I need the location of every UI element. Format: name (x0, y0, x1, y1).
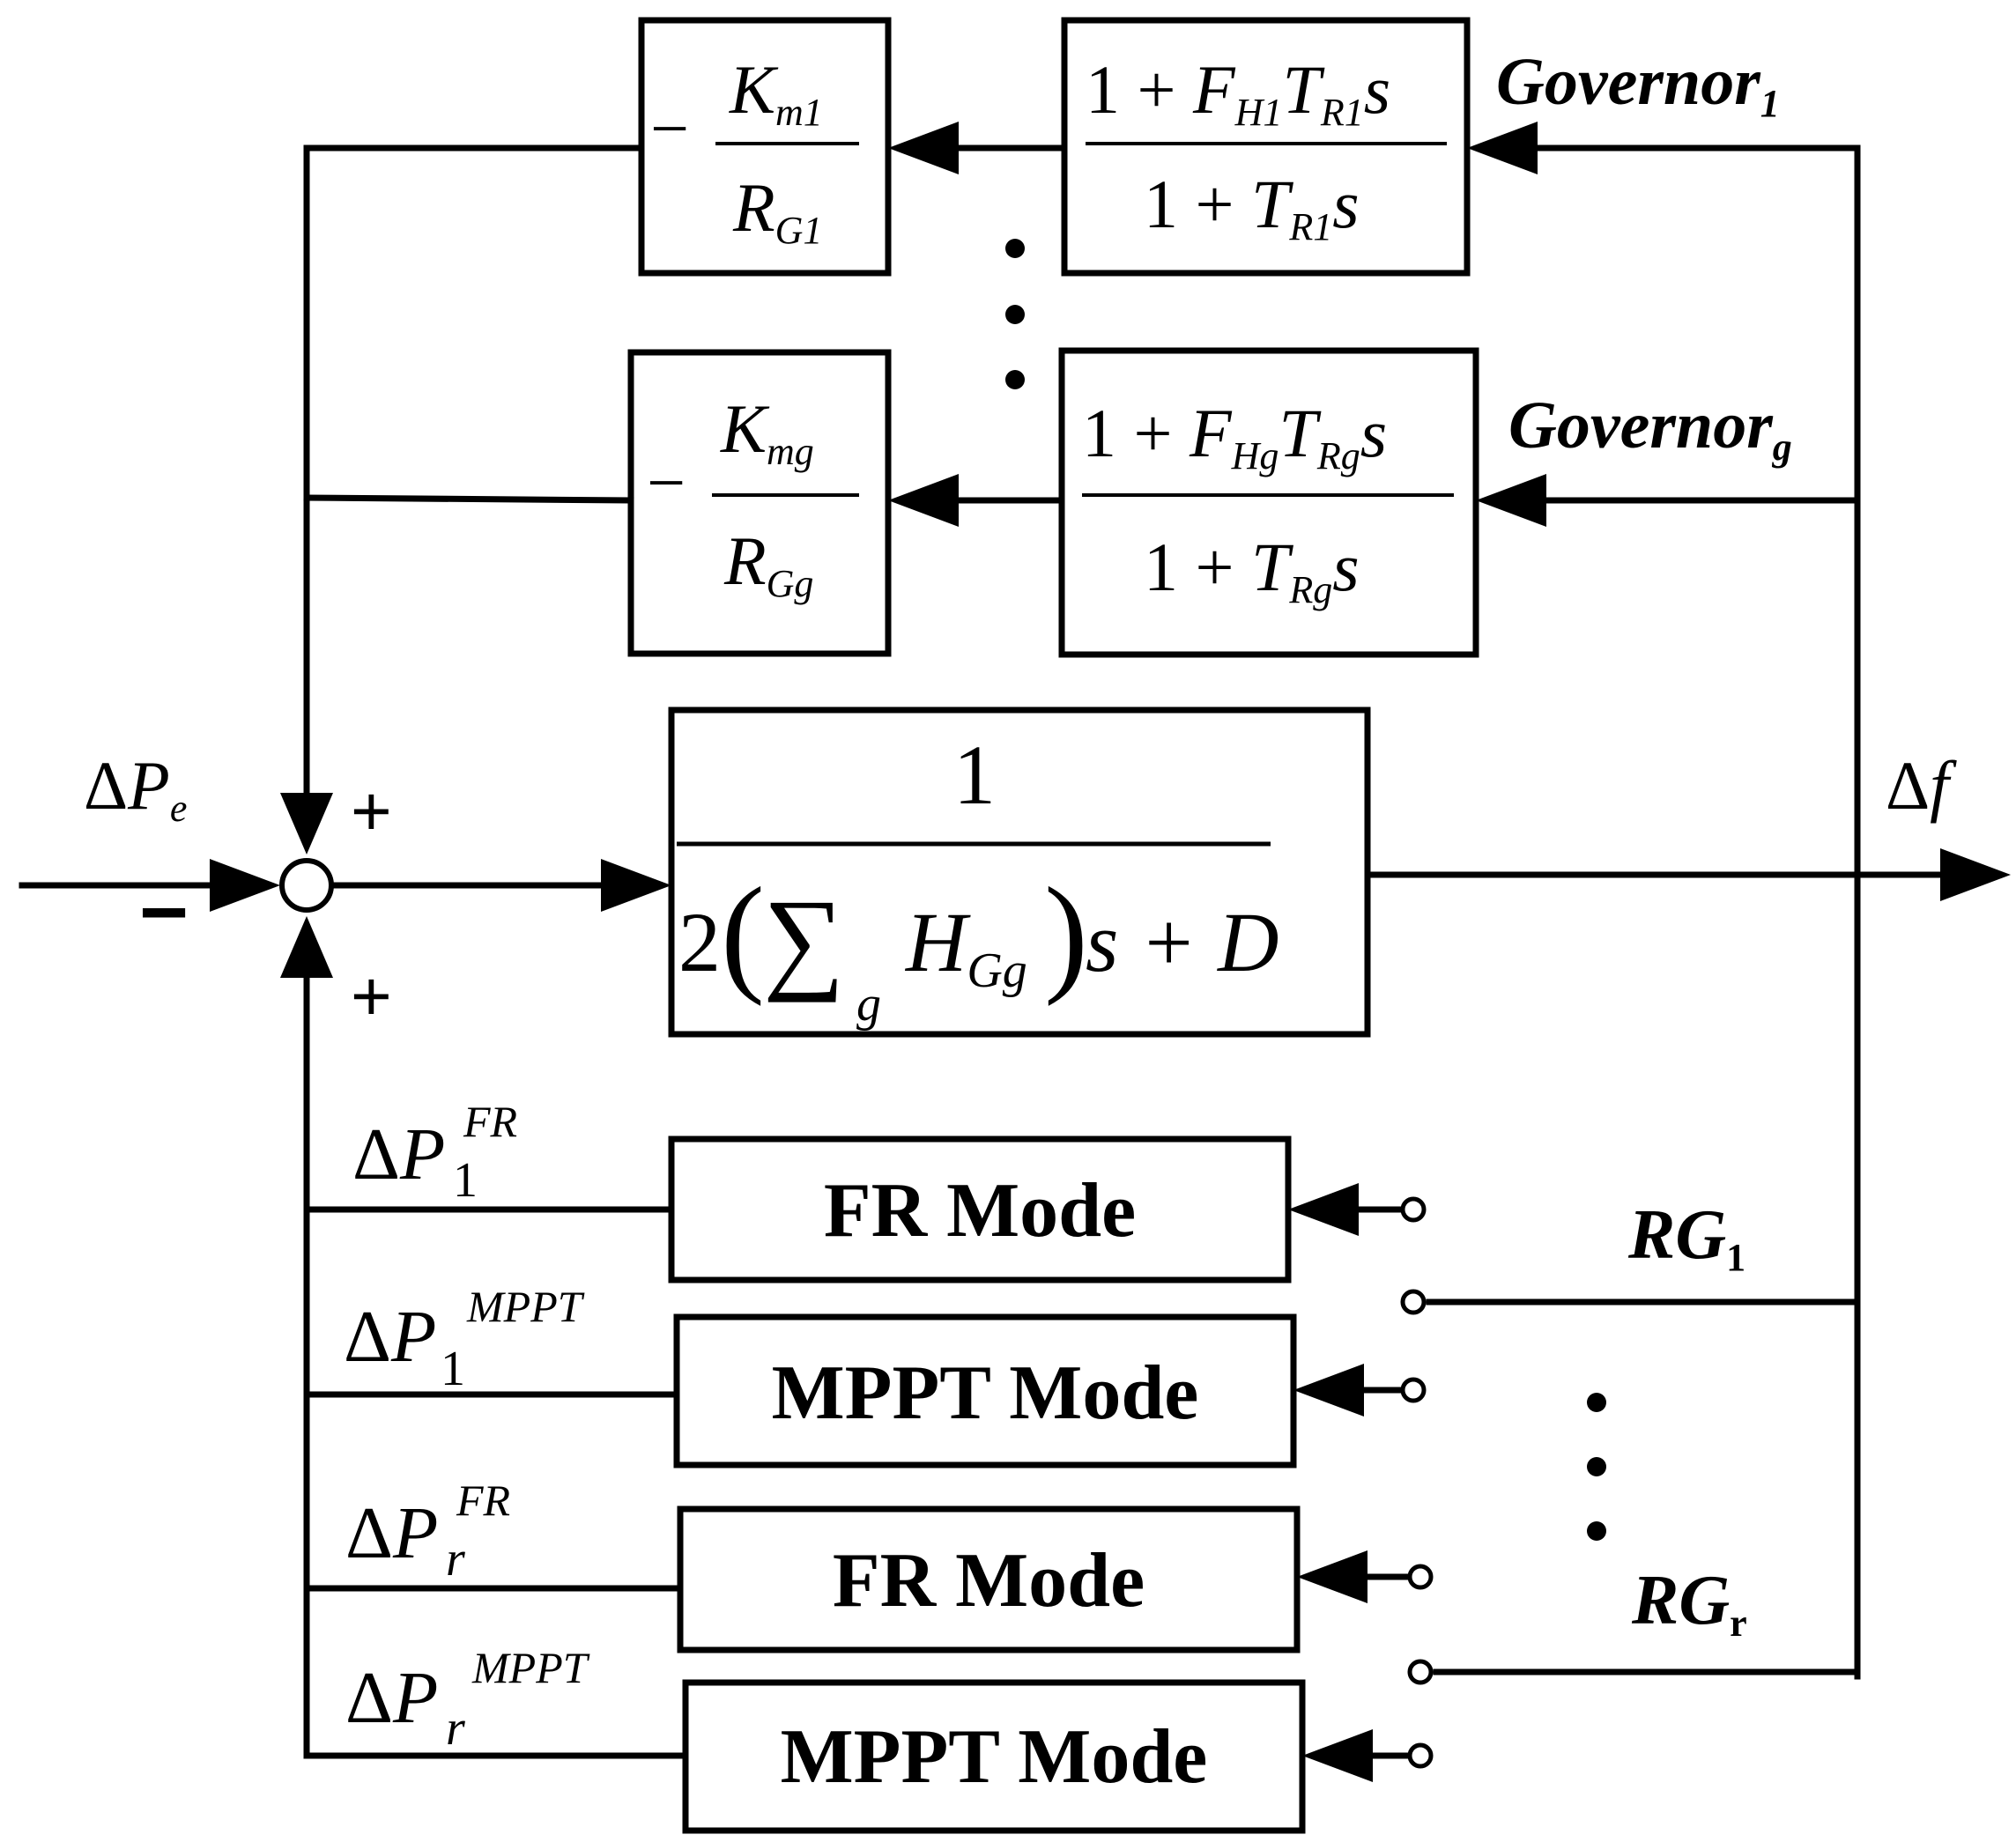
renewable-generators: FR Mode ΔP FR 1 MPPT Mode ΔP MPPT 1 FR M… (280, 916, 1861, 1834)
rgr-mppt-signal-label: ΔP (345, 1657, 438, 1739)
rgr-fr-mode-label: FR Mode (833, 1538, 1145, 1624)
rg-ellipsis-dot (1587, 1457, 1606, 1476)
rg1-mppt-mode-label: MPPT Mode (772, 1350, 1199, 1436)
main-forward-path: 1 2 ( ∑ g HGg ) s + D ΔPe − Δf + + (19, 706, 2011, 1038)
summer-top-arrowhead (280, 793, 333, 854)
rg1-fr-mode-label: FR Mode (824, 1168, 1136, 1254)
rg-ellipsis-dot (1587, 1521, 1606, 1541)
gov1-label: Governor1 (1496, 45, 1780, 125)
summer-bottom-arrowhead (280, 916, 333, 978)
gov1-gain-sign: − (650, 90, 689, 166)
rgr-fr-mode-branch: FR Mode ΔP FR r (303, 1476, 1434, 1653)
rgr-fr-signal-label: ΔP (345, 1492, 438, 1574)
governor-g-path: Governorg − Kmg RGg 1 + FHgTRgs 1 + TRgs (303, 347, 1861, 658)
input-minus-sign: − (139, 865, 189, 959)
rgr-mppt-signal-sup: MPPT (471, 1643, 590, 1692)
gov1-leadlag-numerator: 1 + FH1TR1s (1086, 51, 1390, 134)
rg1-fr-signal-sub: 1 (453, 1153, 478, 1208)
gov-ellipsis-dot (1005, 239, 1025, 258)
gov1-leadlag-denominator: 1 + TR1s (1144, 166, 1360, 248)
swing-den-sum: ∑ (763, 877, 845, 1003)
govg-gain-sign: − (647, 444, 686, 521)
rg-ellipsis-dot (1587, 1393, 1606, 1412)
rg1-mppt-signal-sub: 1 (441, 1342, 465, 1396)
rg1-mppt-switch-contact (1400, 1377, 1427, 1403)
rgr-mppt-input-arrowhead (1302, 1729, 1373, 1782)
summer-sign-bottom: + (351, 957, 392, 1035)
rgr-mppt-switch-contact (1407, 1742, 1434, 1769)
rg1-mppt-signal-label: ΔP (344, 1296, 436, 1378)
rg1-mppt-mode-block (673, 1313, 1297, 1468)
summer-sign-top: + (351, 772, 392, 850)
swing-numerator: 1 (953, 728, 996, 822)
govg-output-wire (303, 494, 634, 504)
govg-gain-denominator: RGg (723, 522, 813, 605)
swing-den-tail: s + D (1086, 895, 1279, 989)
governor-1-path: Governor1 − Km1 RG1 1 + FH1TR1s 1 + TR1s (280, 17, 1861, 1680)
rgr-mppt-mode-label: MPPT Mode (781, 1714, 1208, 1800)
input-label: ΔPe (84, 747, 187, 830)
summing-junction (279, 858, 334, 913)
output-arrowhead (1940, 848, 2011, 901)
rgr-fr-signal-sup: FR (456, 1476, 510, 1525)
rgr-label: RGr (1631, 1562, 1747, 1645)
govg-leadlag-numerator: 1 + FHgTRgs (1082, 395, 1387, 477)
gov-ellipsis-dot (1005, 370, 1025, 389)
swing-input-arrowhead (601, 859, 671, 912)
swing-den-sum-sub: g (856, 977, 881, 1032)
rg1-mppt-mode-branch: MPPT Mode ΔP MPPT 1 (303, 1282, 1427, 1468)
gov1-gain-numerator: Km1 (729, 51, 823, 134)
rgr-mppt-mode-block (682, 1679, 1306, 1834)
rg1-fr-signal-sup: FR (463, 1097, 517, 1146)
rg1-fr-input-arrowhead (1288, 1183, 1359, 1236)
rg1-mppt-input-arrowhead (1293, 1364, 1364, 1417)
swing-den-paren-open: ( (721, 861, 765, 1007)
rgr-fr-input-arrowhead (1297, 1550, 1367, 1603)
govg-label: Governorg (1508, 388, 1792, 469)
rg1-switch-pivot (1400, 1289, 1427, 1315)
swing-den-h: HGg (904, 895, 1027, 998)
govg-input-arrowhead (1476, 474, 1546, 527)
gov-ellipsis-dot (1005, 305, 1025, 324)
rgr-fr-switch-contact (1407, 1564, 1434, 1590)
rgr-switch-pivot (1407, 1659, 1434, 1685)
rgr-fr-signal-sub: r (446, 1532, 465, 1587)
input-arrowhead (210, 859, 280, 912)
rg1-fr-mode-branch: FR Mode ΔP FR 1 (303, 1097, 1427, 1283)
rg1-fr-signal-label: ΔP (352, 1113, 445, 1195)
rg1-fr-switch-contact (1400, 1196, 1427, 1223)
swing-den-paren-close: ) (1044, 861, 1088, 1007)
rgr-mppt-mode-branch: MPPT Mode ΔP MPPT r (303, 1643, 1434, 1834)
gov1-gain-denominator: RG1 (732, 169, 822, 252)
gov1-input-arrowhead (1467, 122, 1538, 174)
output-label: Δf (1886, 747, 1957, 824)
govg-mid-arrowhead (888, 474, 959, 527)
swing-den-two: 2 (678, 895, 721, 989)
rgr-mppt-signal-sub: r (446, 1701, 465, 1756)
govg-gain-numerator: Kmg (720, 390, 814, 473)
rg1-label: RG1 (1627, 1196, 1745, 1279)
gov1-mid-arrowhead (888, 122, 959, 174)
govg-leadlag-denominator: 1 + TRgs (1144, 529, 1360, 611)
rg1-mppt-signal-sup: MPPT (466, 1282, 585, 1331)
rgr-fr-mode-block (677, 1505, 1301, 1653)
